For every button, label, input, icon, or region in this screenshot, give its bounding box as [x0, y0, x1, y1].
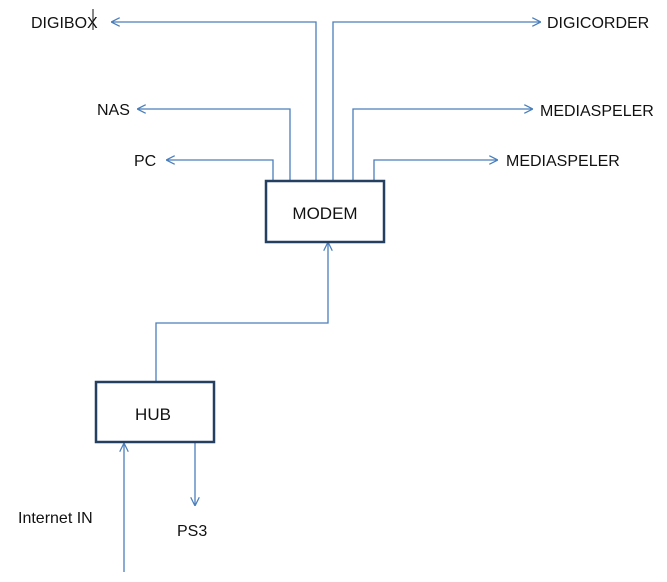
connector-modem-mediaspeler-1 [352, 109, 532, 181]
label-digibox: DIGIBOX [31, 15, 98, 32]
connector-hub-modem [155, 243, 328, 382]
connector-modem-nas [138, 109, 291, 181]
label-pc: PC [134, 153, 156, 170]
connector-modem-digibox [112, 22, 317, 181]
label-ps3: PS3 [177, 523, 207, 540]
connector-modem-pc [167, 160, 274, 181]
connectors-left [112, 22, 317, 181]
label-nas: NAS [97, 102, 130, 119]
modem-node: MODEM [264, 179, 386, 244]
hub-box [94, 380, 216, 444]
hub-node: HUB [94, 380, 216, 444]
label-mediaspeler-2: MEDIASPELER [506, 153, 620, 170]
label-internet-in: Internet IN [18, 510, 93, 527]
connectors-hub [124, 243, 328, 572]
connectors-right [332, 22, 540, 181]
connector-modem-mediaspeler-2 [373, 160, 497, 181]
label-mediaspeler-1: MEDIASPELER [540, 103, 654, 120]
device-labels: DIGIBOX NAS PC DIGICORDER MEDIASPELER ME… [18, 9, 654, 540]
modem-label: MODEM [292, 204, 357, 223]
connector-modem-digicorder [332, 22, 540, 181]
hub-label: HUB [135, 405, 171, 424]
label-digicorder: DIGICORDER [547, 15, 649, 32]
modem-box [264, 179, 386, 244]
